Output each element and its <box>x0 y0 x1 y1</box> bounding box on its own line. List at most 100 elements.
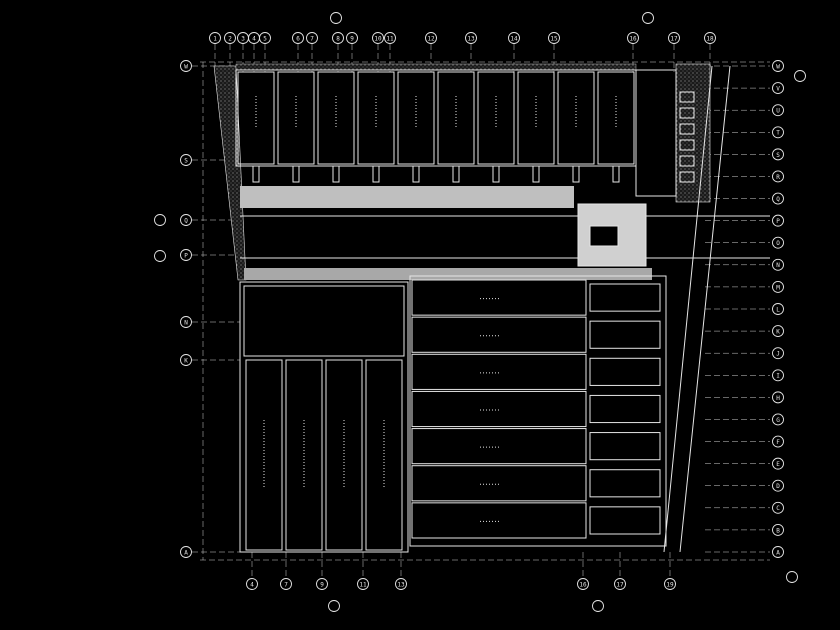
marker-label: K <box>184 357 188 364</box>
marker-circle <box>772 369 784 382</box>
right-marker-U: U <box>772 104 784 117</box>
marker-label: G <box>776 417 780 424</box>
lower-right-bay <box>589 394 661 424</box>
upper-unit-column <box>372 165 380 183</box>
marker-label: I <box>776 373 780 380</box>
marker-circle <box>548 32 560 44</box>
right-marker-E: E <box>772 457 784 470</box>
marker-label: 14 <box>510 35 518 42</box>
marker-circle <box>772 347 784 360</box>
upper-unit-column <box>332 165 340 183</box>
marker-circle <box>330 12 342 24</box>
right-marker-B: B <box>772 523 784 536</box>
marker-label: 4 <box>252 35 256 42</box>
lower-right-block <box>409 275 667 547</box>
top-marker-10: 10 <box>372 32 384 44</box>
upper-unit <box>437 71 475 165</box>
upper-unit-column <box>452 165 460 183</box>
right-marker-O: O <box>772 236 784 249</box>
bottom-marker-7: 7 <box>280 578 292 590</box>
marker-circle <box>772 258 784 271</box>
marker-label: 9 <box>320 581 324 588</box>
marker-circle <box>772 546 784 558</box>
marker-circle <box>772 104 784 117</box>
upper-unit-column <box>292 165 300 183</box>
marker-circle <box>704 32 716 44</box>
marker-label: S <box>184 157 188 164</box>
upper-unit-column <box>532 165 540 183</box>
left-section-marker-a <box>154 214 166 226</box>
marker-circle <box>772 479 784 492</box>
bottom-marker-17: 17 <box>614 578 626 590</box>
top-marker-6: 6 <box>292 32 304 44</box>
marker-label: 17 <box>616 581 624 588</box>
marker-circle <box>425 32 437 44</box>
marker-label: N <box>184 319 188 326</box>
right-marker-K: K <box>772 325 784 338</box>
upper-unit <box>317 71 355 165</box>
marker-label: E <box>776 461 780 468</box>
marker-label: 18 <box>706 35 714 42</box>
right-marker-L: L <box>772 303 784 315</box>
top-marker-3: 3 <box>237 32 249 44</box>
right-marker-T: T <box>772 126 784 139</box>
top-marker-15: 15 <box>548 32 560 44</box>
upper-unit <box>237 71 275 165</box>
marker-circle <box>772 413 784 426</box>
upper-unit-column <box>612 165 620 183</box>
marker-label: W <box>184 63 188 70</box>
marker-circle <box>772 523 784 536</box>
top-hatched-strip <box>235 63 637 71</box>
marker-circle <box>772 457 784 470</box>
upper-unit-column <box>572 165 580 183</box>
entrance-vehicle <box>589 225 619 247</box>
left-marker-K: K <box>180 354 192 366</box>
upper-unit <box>557 71 595 165</box>
lower-left-unit <box>365 359 403 551</box>
top-marker-7: 7 <box>306 32 318 44</box>
marker-circle <box>772 325 784 338</box>
left-hatched-wall <box>213 65 247 281</box>
top-marker-14: 14 <box>508 32 520 44</box>
parking-stall <box>679 139 695 151</box>
parking-stall <box>679 123 695 135</box>
marker-label: 11 <box>359 581 367 588</box>
marker-label: C <box>776 505 780 512</box>
left-section-marker-b <box>154 250 166 262</box>
marker-circle <box>577 578 589 590</box>
upper-unit-column <box>412 165 420 183</box>
marker-circle <box>772 236 784 249</box>
top-marker-2: 2 <box>224 32 236 44</box>
marker-circle <box>772 126 784 139</box>
bottom-marker-13: 13 <box>395 578 407 590</box>
top-marker-5: 5 <box>259 32 271 44</box>
building-outline <box>213 63 770 553</box>
top-section-marker-b <box>642 12 654 24</box>
left-marker-Q: Q <box>180 214 192 226</box>
marker-circle <box>357 578 369 590</box>
marker-label: 9 <box>350 35 354 42</box>
upper-unit <box>397 71 435 165</box>
lower-left-unit <box>245 359 283 551</box>
marker-label: 12 <box>427 35 435 42</box>
marker-label: B <box>776 527 780 534</box>
lower-left-unit <box>325 359 363 551</box>
marker-circle <box>292 32 304 44</box>
marker-circle <box>180 546 192 558</box>
top-marker-12: 12 <box>425 32 437 44</box>
marker-label: N <box>776 262 780 269</box>
marker-label: H <box>776 395 780 402</box>
lower-left-header <box>243 285 405 357</box>
left-marker-P: P <box>180 249 192 261</box>
top-marker-16: 16 <box>627 32 639 44</box>
marker-label: K <box>776 328 780 335</box>
lower-band <box>244 268 652 280</box>
right-hatched-block <box>675 63 711 203</box>
marker-label: 11 <box>386 35 394 42</box>
bottom-marker-11: 11 <box>357 578 369 590</box>
marker-label: 6 <box>296 35 300 42</box>
marker-label: O <box>776 240 780 247</box>
